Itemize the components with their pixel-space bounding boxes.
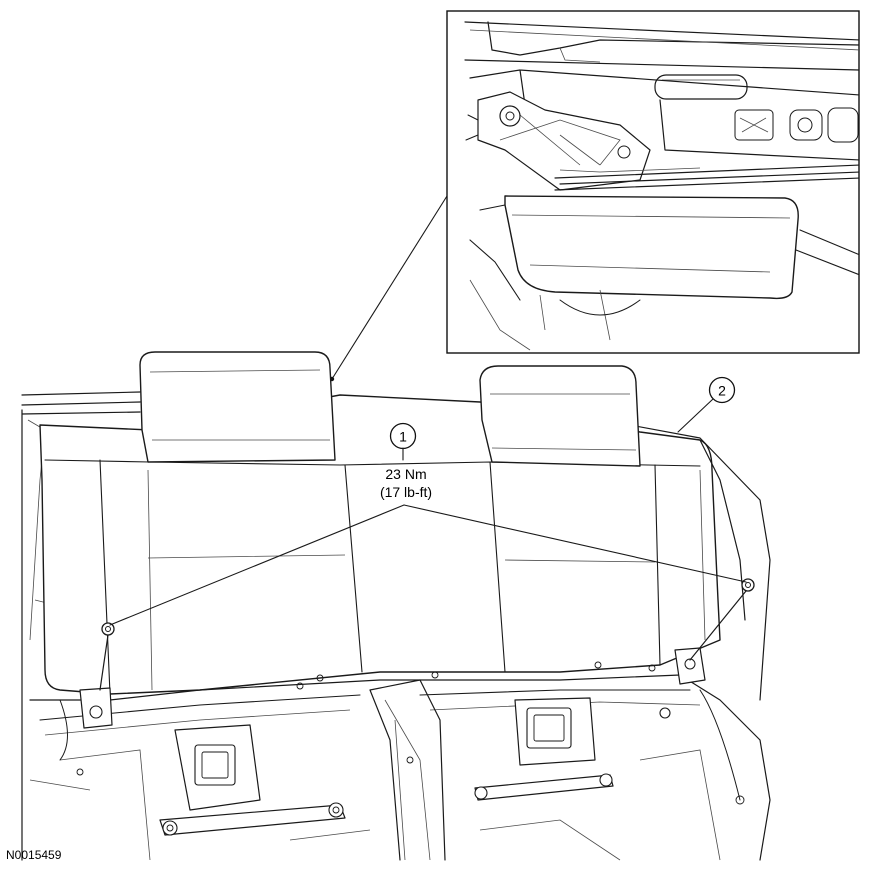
callout-2-number: 2 xyxy=(718,383,726,399)
callout-2: 2 xyxy=(677,376,736,433)
inset-detail-view xyxy=(446,10,860,354)
callout-1-leader-right xyxy=(403,504,747,583)
callout-1-leader-left xyxy=(109,504,405,626)
inset-seat-latch-illustration xyxy=(464,21,859,351)
torque-value-imperial: (17 lb-ft) xyxy=(380,484,432,500)
seat-bolt-left xyxy=(99,622,115,691)
callout-2-leader xyxy=(677,398,714,433)
callout-1: 1 23 Nm (17 lb-ft) xyxy=(109,422,747,626)
rear-seat-assembly xyxy=(21,351,771,861)
torque-value-metric: 23 Nm xyxy=(385,466,426,482)
callout-1-number: 1 xyxy=(399,429,407,445)
inset-leader-line xyxy=(331,195,448,380)
figure-id-label: N0015459 xyxy=(6,848,62,862)
callout-2-circle xyxy=(708,376,736,404)
